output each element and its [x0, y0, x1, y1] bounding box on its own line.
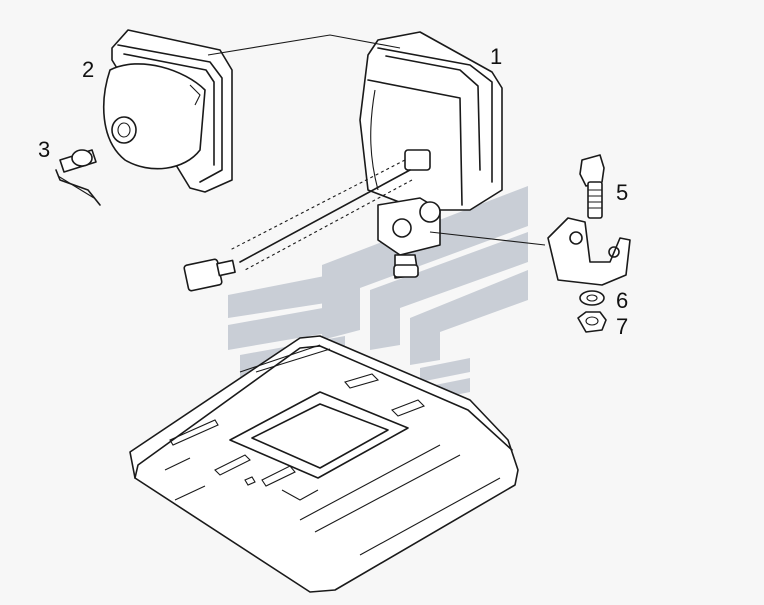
cable-assembly — [183, 159, 413, 292]
lamp-mount-bracket — [377, 197, 441, 279]
callout-6: 6 — [616, 288, 628, 313]
bulb-3 — [55, 149, 101, 206]
callout-2: 2 — [82, 57, 94, 82]
cab-roof — [129, 335, 519, 593]
lamp-housing-1 — [359, 31, 503, 211]
bracket — [547, 217, 631, 286]
nut-7 — [577, 311, 607, 333]
mount-leader-line — [429, 231, 546, 246]
bolt-5 — [579, 154, 605, 219]
callout-1: 1 — [490, 44, 502, 69]
callout-7: 7 — [616, 314, 628, 339]
callout-3: 3 — [38, 137, 50, 162]
callout-5: 5 — [616, 180, 628, 205]
washer-6 — [579, 290, 605, 306]
lamp-housing-2 — [102, 29, 233, 193]
lamp-link-line — [207, 34, 401, 56]
